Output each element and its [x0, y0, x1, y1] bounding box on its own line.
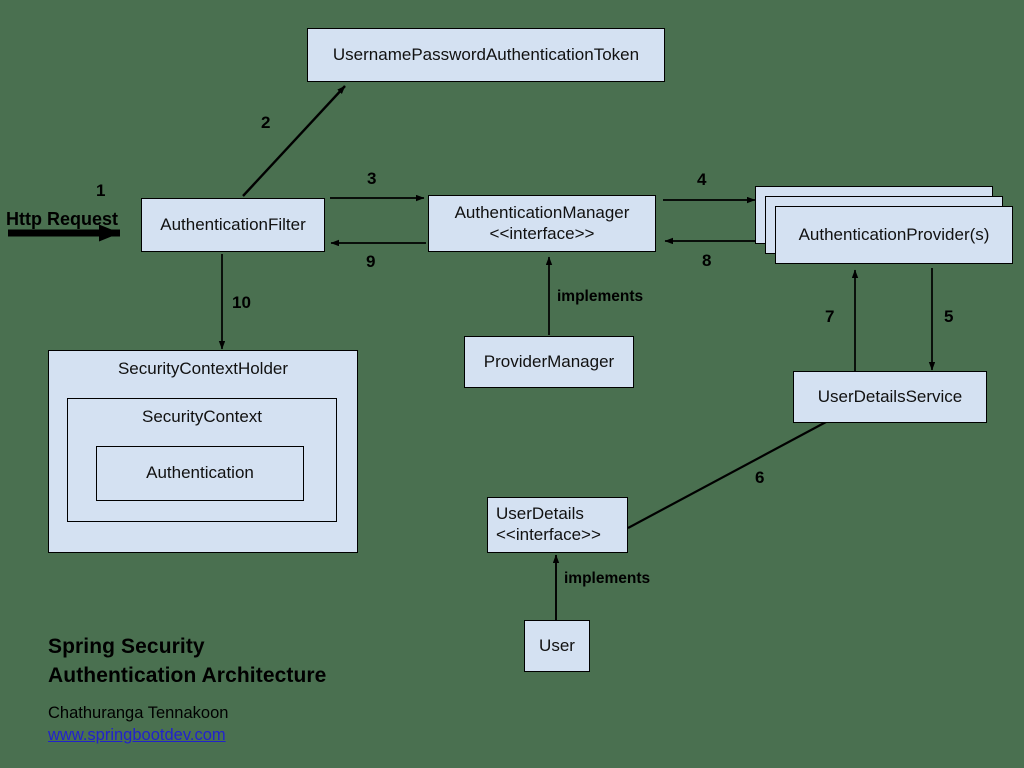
- edge-label-implements-provider-manager: implements: [557, 288, 644, 305]
- edge-number-6: 6: [755, 468, 765, 487]
- node-label: ProviderManager: [483, 351, 615, 371]
- node-label: UsernamePasswordAuthenticationToken: [332, 44, 640, 64]
- node-label: AuthenticationManager <<interface>>: [454, 202, 630, 243]
- edge-number-5: 5: [944, 307, 954, 326]
- node-label: AuthenticationFilter: [160, 214, 306, 234]
- node-label: SecurityContext: [142, 407, 262, 426]
- footer-author: Chathuranga Tennakoon: [48, 704, 229, 722]
- edge-6-user-details-service-to-user-details: [627, 421, 827, 529]
- edge-number-9: 9: [366, 252, 376, 271]
- node-username-password-authentication-token[interactable]: UsernamePasswordAuthenticationToken: [307, 28, 665, 82]
- edge-number-8: 8: [702, 251, 712, 270]
- node-authentication[interactable]: Authentication: [96, 446, 304, 501]
- node-authentication-filter[interactable]: AuthenticationFilter: [141, 198, 325, 252]
- edge-label-http-request: Http Request: [6, 209, 118, 229]
- node-user[interactable]: User: [524, 620, 590, 672]
- node-label: SecurityContextHolder: [117, 359, 289, 378]
- edge-number-2: 2: [261, 113, 271, 132]
- edge-2-filter-to-token: [242, 85, 346, 197]
- edge-label-implements-user: implements: [564, 570, 651, 587]
- edge-number-1: 1: [96, 181, 106, 200]
- node-label: UserDetailsService: [817, 386, 963, 406]
- edge-number-10: 10: [232, 293, 251, 312]
- footer-title: Spring Security Authentication Architect…: [48, 635, 327, 687]
- node-user-details-service[interactable]: UserDetailsService: [793, 371, 987, 423]
- node-label: Authentication: [146, 463, 254, 483]
- edge-number-7: 7: [825, 307, 835, 326]
- node-label: UserDetails <<interface>>: [496, 504, 601, 544]
- node-label: AuthenticationProvider(s): [798, 224, 990, 244]
- node-provider-manager[interactable]: ProviderManager: [464, 336, 634, 388]
- node-authentication-provider[interactable]: AuthenticationProvider(s): [775, 206, 1013, 264]
- node-label: User: [539, 635, 575, 655]
- edge-number-3: 3: [367, 169, 377, 188]
- edge-number-4: 4: [697, 170, 707, 189]
- footer-url-link[interactable]: www.springbootdev.com: [48, 726, 226, 744]
- node-user-details[interactable]: UserDetails <<interface>>: [487, 497, 628, 553]
- node-authentication-manager[interactable]: AuthenticationManager <<interface>>: [428, 195, 656, 252]
